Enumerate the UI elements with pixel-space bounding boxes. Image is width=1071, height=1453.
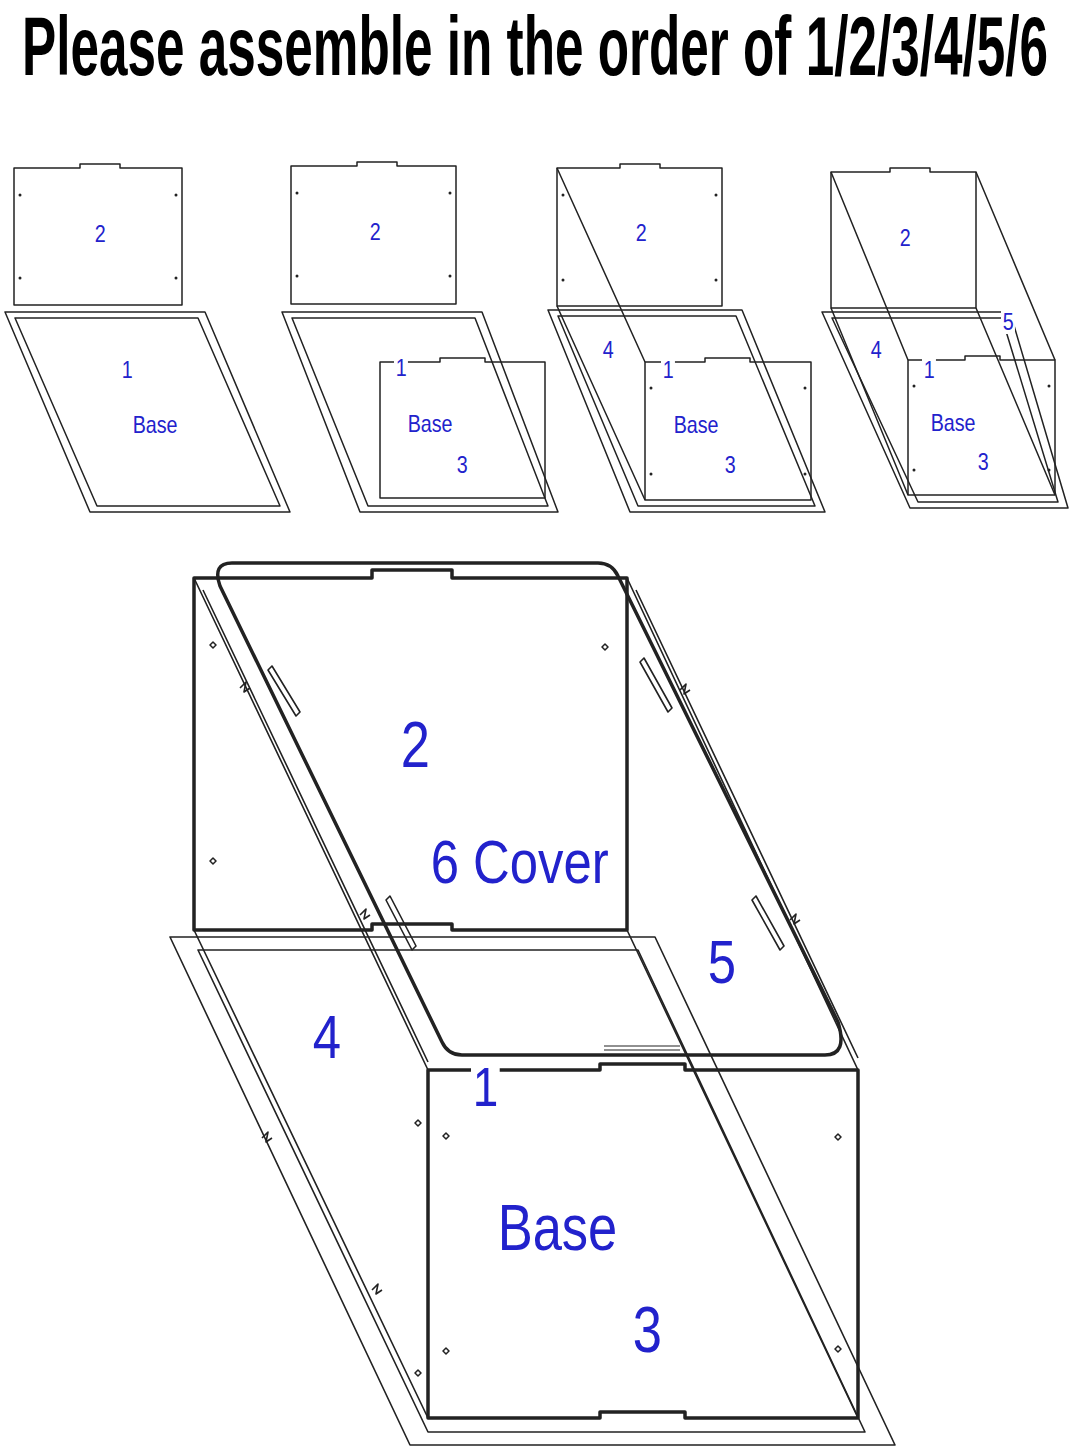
callout-number: 2 bbox=[93, 222, 107, 246]
base-inner bbox=[558, 316, 815, 506]
side-panel bbox=[831, 172, 908, 495]
part-label: Base bbox=[496, 1196, 619, 1260]
callout-number: 4 bbox=[869, 338, 883, 362]
callout-number: 3 bbox=[455, 453, 469, 477]
part-label: 6 Cover bbox=[429, 831, 610, 893]
part-label: 3 bbox=[631, 1298, 663, 1362]
callout-number: Base bbox=[406, 412, 454, 436]
callout-number: 2 bbox=[898, 226, 912, 250]
panel bbox=[291, 162, 456, 304]
panel bbox=[645, 358, 811, 500]
panel bbox=[908, 356, 1055, 495]
base-outer bbox=[170, 937, 895, 1445]
panel bbox=[831, 168, 976, 308]
base-inner bbox=[832, 318, 1058, 502]
panel bbox=[14, 164, 182, 305]
title: Please assemble in the order of 1/2/3/4/… bbox=[22, 4, 1048, 88]
part-label: 1 bbox=[471, 1059, 500, 1115]
panel bbox=[428, 1064, 858, 1418]
callout-number: 5 bbox=[1001, 310, 1015, 334]
side-panel bbox=[627, 578, 858, 1418]
part-label: 4 bbox=[311, 1006, 343, 1068]
part-label: 2 bbox=[399, 713, 431, 777]
callout-number: 4 bbox=[601, 338, 615, 362]
cover-slot bbox=[604, 1046, 680, 1050]
base-outer bbox=[282, 312, 558, 512]
holes bbox=[19, 192, 1051, 476]
callout-number: 1 bbox=[922, 358, 936, 382]
callout-number: 3 bbox=[723, 453, 737, 477]
panel bbox=[557, 164, 722, 306]
side-panel bbox=[557, 168, 645, 500]
slots bbox=[240, 658, 800, 1294]
base-inner bbox=[198, 950, 865, 1432]
base-outer bbox=[548, 310, 825, 512]
side-panel bbox=[976, 172, 1055, 495]
base-outer bbox=[822, 312, 1068, 508]
holes bbox=[210, 642, 841, 1376]
callout-number: 1 bbox=[120, 358, 134, 382]
side-panel bbox=[194, 578, 428, 1418]
callout-number: 1 bbox=[394, 356, 408, 380]
callout-number: 3 bbox=[976, 450, 990, 474]
callout-number: 1 bbox=[661, 358, 675, 382]
base-inner bbox=[292, 318, 548, 506]
callout-number: 2 bbox=[634, 221, 648, 245]
cover-panel bbox=[218, 563, 841, 1055]
panel bbox=[194, 570, 627, 930]
base-inner bbox=[15, 318, 280, 506]
callout-number: 2 bbox=[368, 220, 382, 244]
base-outer bbox=[5, 312, 290, 512]
part-label: 5 bbox=[706, 931, 738, 993]
callout-number: Base bbox=[131, 413, 179, 437]
callout-number: Base bbox=[672, 413, 720, 437]
callout-number: Base bbox=[929, 411, 977, 435]
